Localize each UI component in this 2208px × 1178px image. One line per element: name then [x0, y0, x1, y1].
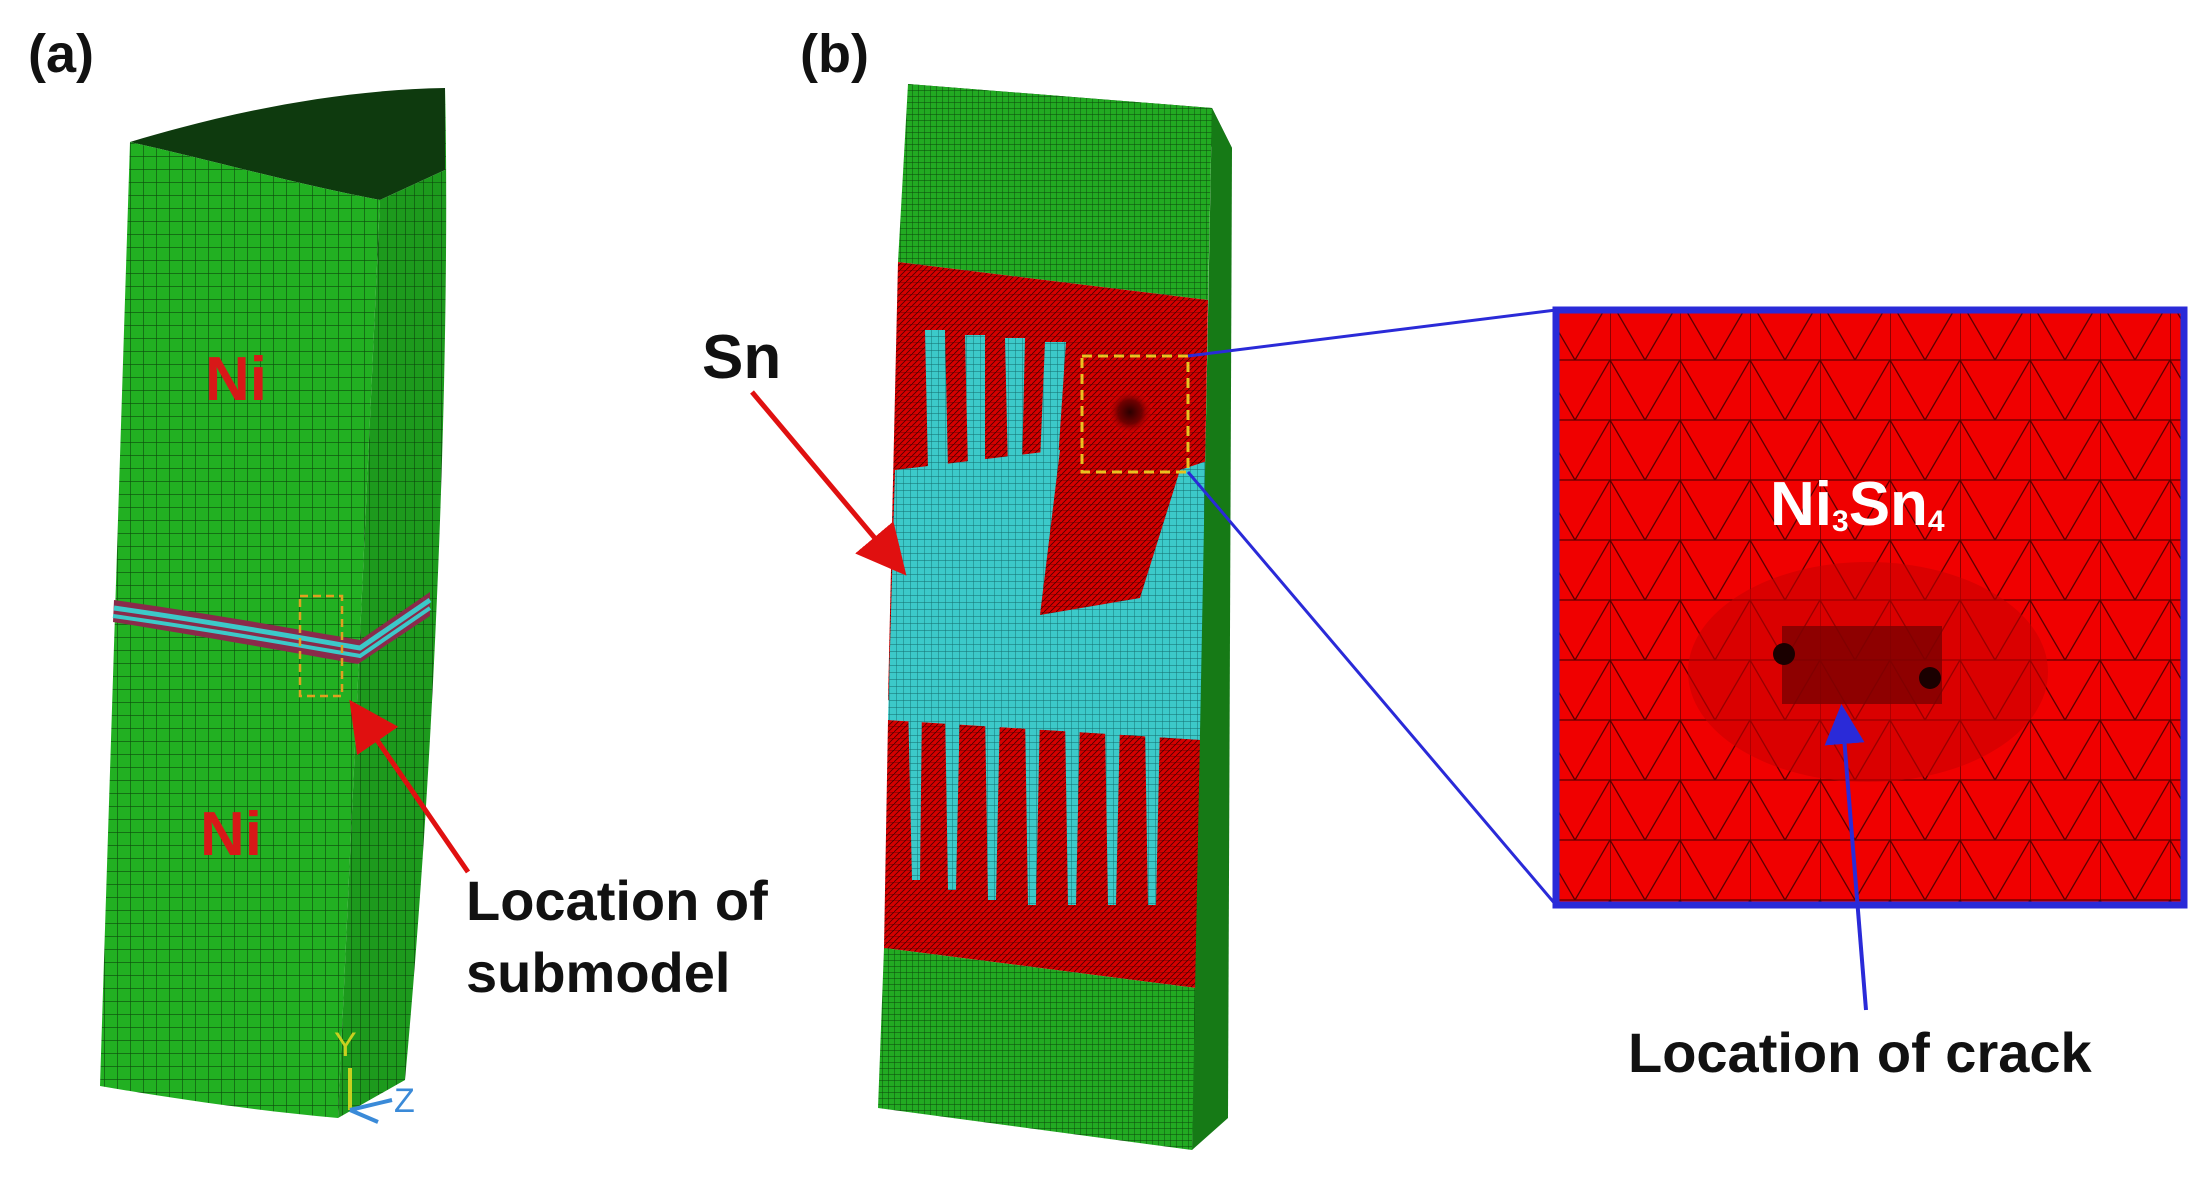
panel-b-crack-spot [1106, 388, 1154, 436]
sn-label: Sn [702, 323, 781, 392]
zoom-connector-bottom [1186, 471, 1558, 906]
panel-b-top-ni [898, 84, 1212, 300]
axis-y-label: Y [334, 1026, 357, 1064]
submodel-location-box [298, 594, 344, 698]
inset-material-label: Ni3Sn4 [1770, 470, 1945, 539]
crack-callout-arrow [1824, 704, 1868, 1011]
panel-b-lower-fingers [908, 700, 1160, 905]
panel-b-model [878, 84, 1232, 1150]
inset-crack-region [1782, 626, 1942, 704]
submodel-annotation-line1: Location of [466, 869, 768, 932]
inset-border [1552, 306, 2188, 909]
panel-b-bottom-ni [878, 948, 1196, 1150]
panel-b-label: (b) [800, 24, 869, 84]
panel-a-ni-top-label: Ni [205, 345, 267, 414]
panel-a-label: (a) [28, 24, 94, 84]
panel-a-side-face [338, 88, 447, 1118]
zoom-connector-top [1187, 308, 1557, 358]
axis-z-label: Z [394, 1082, 415, 1120]
axis-triad: Y Z [334, 1026, 415, 1124]
panel-b-upper-fingers [925, 330, 1066, 470]
panel-b-zoom-box [1080, 354, 1190, 474]
submodel-annotation-line2: submodel [466, 941, 730, 1004]
panel-b-side-face [1192, 108, 1232, 1150]
panel-a-top-face [130, 88, 445, 200]
panel-b-imc-lower [884, 720, 1200, 988]
panel-a-ni-bottom-label: Ni [200, 800, 262, 869]
inset-zoom: Ni3Sn4 [1552, 306, 2188, 909]
panel-b-sn-region [888, 450, 1210, 740]
crack-annotation: Location of crack [1628, 1021, 2093, 1084]
inset-crack-tip-left [1773, 643, 1795, 665]
panel-a-model: Ni Ni Y Z [100, 88, 447, 1124]
inset-crack-tip-right [1919, 667, 1941, 689]
sn-callout-arrow [750, 390, 907, 576]
submodel-callout-arrow [349, 699, 471, 874]
